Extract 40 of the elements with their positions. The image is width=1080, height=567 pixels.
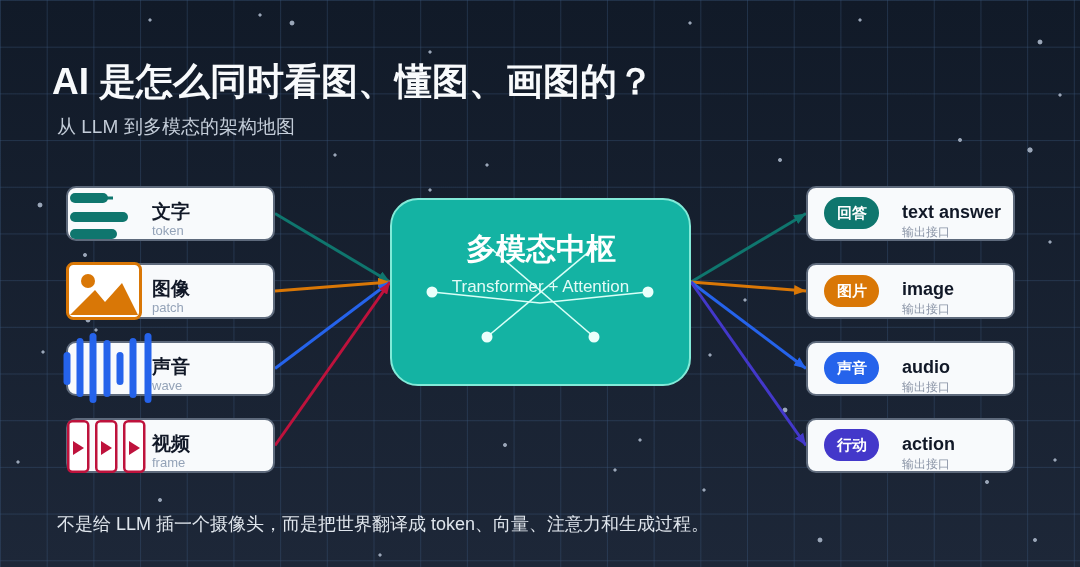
sublabel: frame: [152, 455, 186, 470]
sublabel: token: [152, 223, 184, 238]
subtitle: 从 LLM 到多模态的架构地图: [57, 115, 295, 139]
input-card: [66, 263, 275, 319]
input-card: [66, 418, 275, 473]
modality-label: 视频: [152, 433, 190, 455]
sublabel: 输出接口: [902, 302, 950, 316]
arrow: [274, 277, 391, 293]
modality-label: 图像: [152, 278, 190, 300]
input-card: [66, 186, 275, 241]
tag-badge: 回答: [824, 197, 879, 229]
modality-label: 文字: [152, 201, 190, 223]
sublabel: 输出接口: [902, 380, 950, 394]
output-card: [806, 418, 1015, 473]
output-card: [806, 341, 1015, 396]
caption: 不是给 LLM 插一个摄像头，而是把世界翻译成 token、向量、注意力和生成过程。: [57, 513, 710, 536]
sublabel: 输出接口: [902, 457, 950, 471]
arrow: [690, 212, 807, 284]
hub-title: 多模态中枢: [464, 231, 617, 267]
modality-label: 声音: [152, 356, 190, 378]
tag-badge: 图片: [824, 275, 879, 307]
output-card: [806, 263, 1015, 319]
tag-badge: 行动: [824, 429, 879, 461]
output-label: action: [902, 433, 955, 455]
sublabel: patch: [152, 300, 184, 315]
arrow: [273, 281, 392, 447]
title: AI 是怎么同时看图、懂图、画图的？: [52, 60, 655, 104]
arrow: [274, 212, 391, 284]
arrow: [690, 280, 807, 370]
sublabel: wave: [152, 378, 183, 393]
arrow: [274, 280, 391, 370]
output-label: audio: [902, 356, 950, 378]
sublabel: 输出接口: [902, 225, 950, 239]
arrow: [690, 280, 807, 296]
tag-badge: 声音: [824, 352, 879, 384]
output-label: text answer: [902, 201, 1002, 223]
output-label: image: [902, 278, 955, 300]
output-card: [806, 186, 1015, 241]
arrow: [689, 281, 808, 447]
hub-box: [390, 198, 691, 386]
